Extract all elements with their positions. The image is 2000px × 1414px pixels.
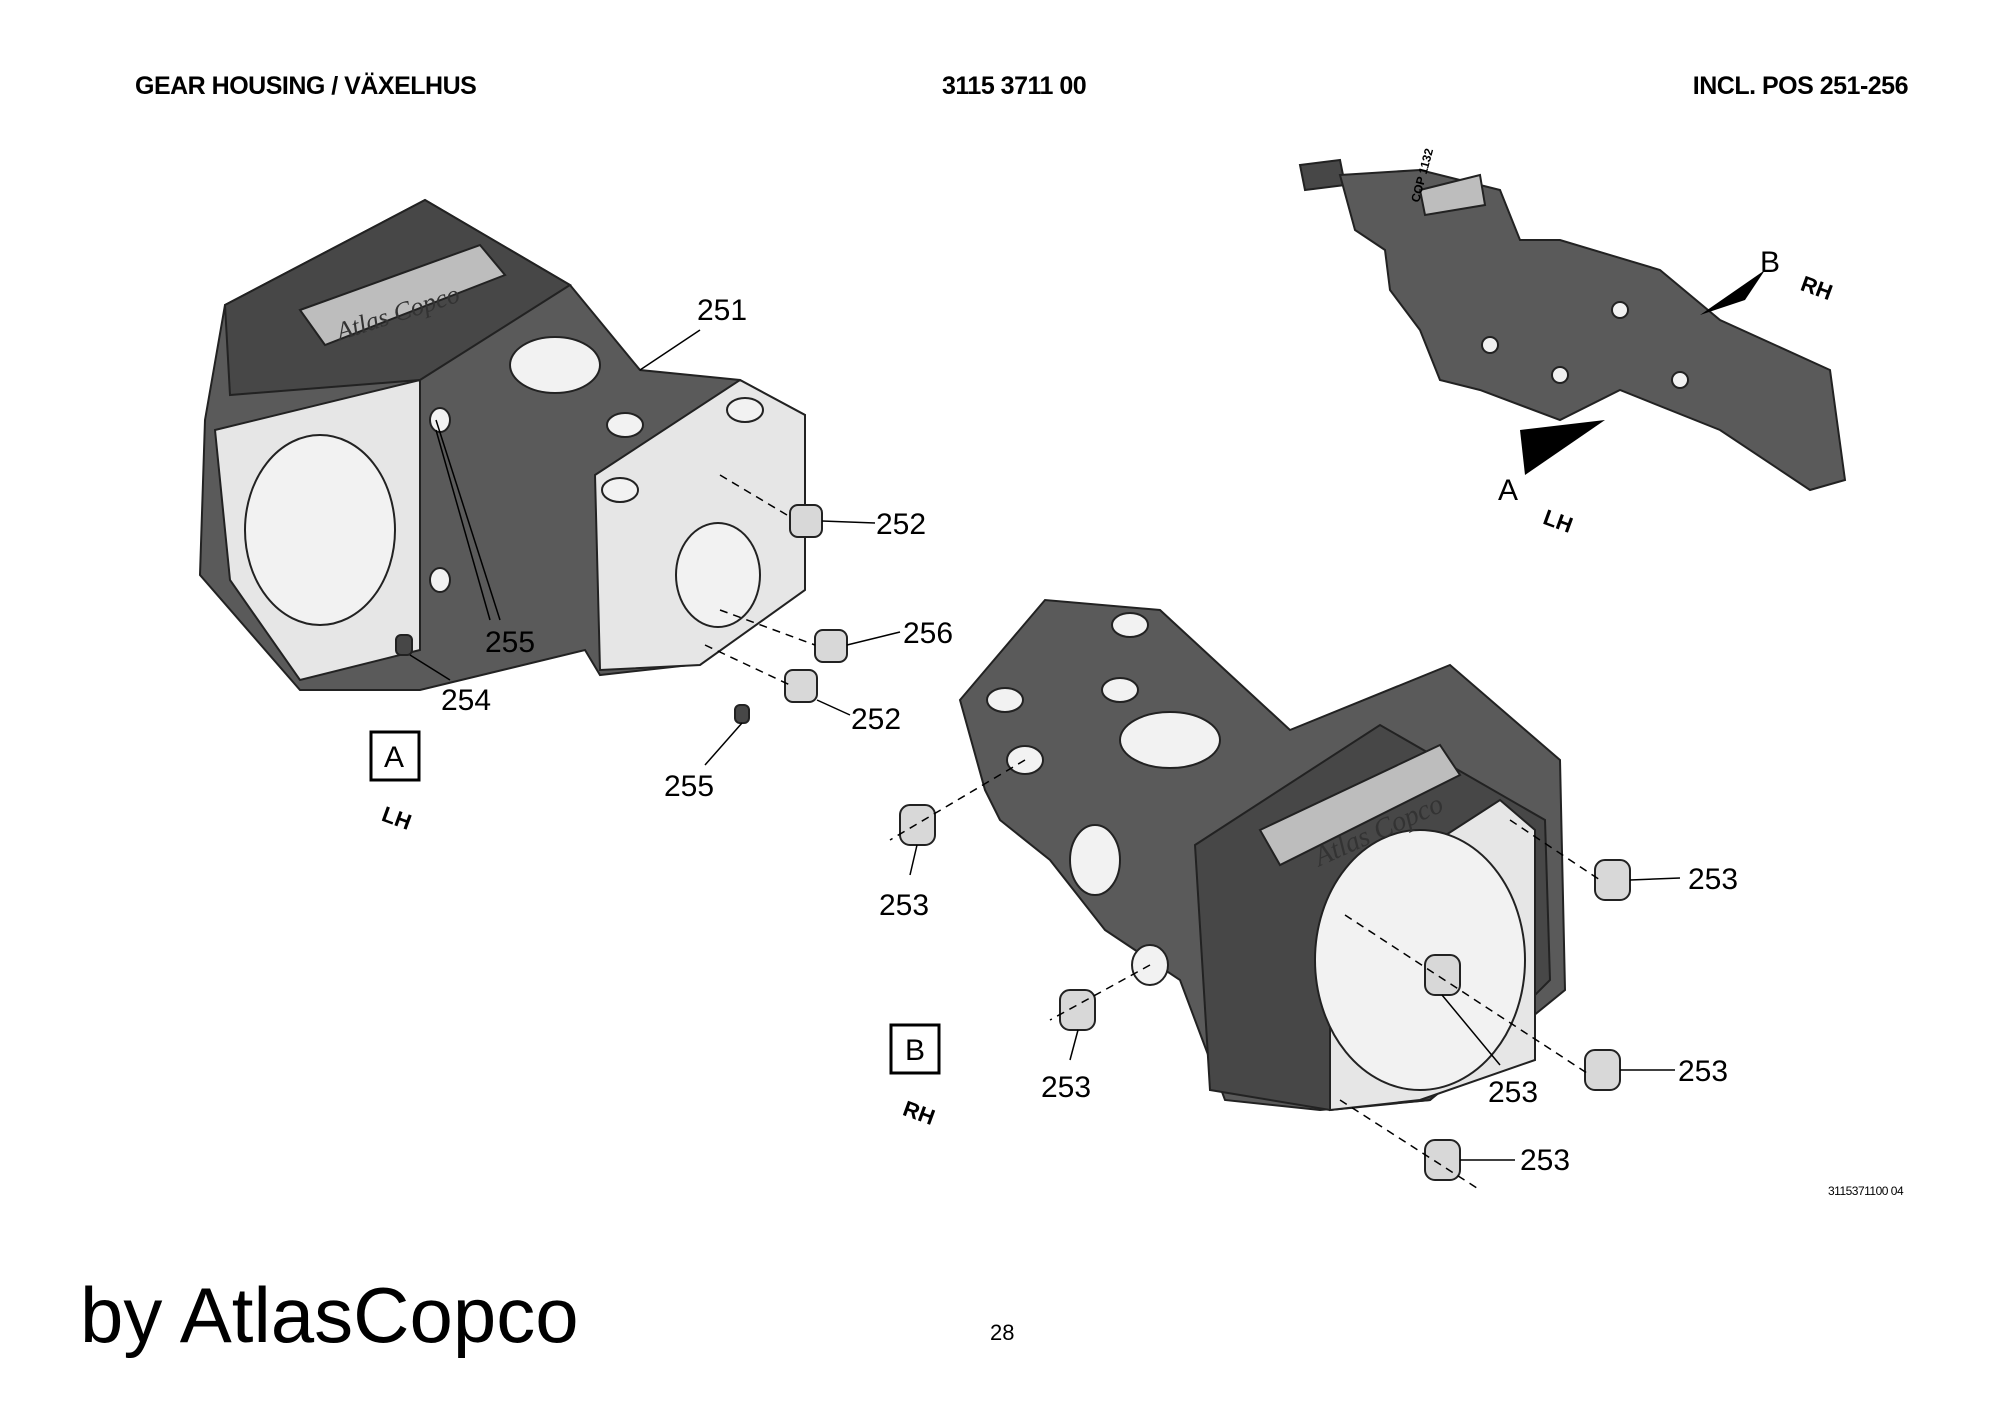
page-number: 28 bbox=[990, 1320, 1015, 1345]
callout-253: 253 bbox=[1488, 1076, 1538, 1109]
callout-256: 256 bbox=[903, 617, 953, 650]
callout-253: 253 bbox=[1678, 1055, 1728, 1088]
gear-housing-rh: Atlas Copco bbox=[889, 598, 1631, 1191]
view-b-label: B bbox=[905, 1034, 925, 1067]
view-a-box bbox=[369, 730, 421, 782]
logo-plate-b bbox=[1258, 743, 1462, 867]
overview-marker-a: A bbox=[1498, 474, 1518, 507]
callout-253: 253 bbox=[879, 889, 929, 922]
view-a-side: LH bbox=[379, 801, 415, 835]
callout-254: 254 bbox=[441, 684, 491, 717]
included-positions: INCL. POS 251-256 bbox=[1692, 72, 1909, 100]
callout-253: 253 bbox=[1041, 1071, 1091, 1104]
view-a-label: A bbox=[384, 741, 404, 774]
callout-255: 255 bbox=[664, 770, 714, 803]
leader-lines bbox=[409, 329, 1681, 1161]
brand-footer: by AtlasCopco bbox=[80, 1271, 579, 1359]
gear-housing-lh: Atlas Copco bbox=[198, 198, 848, 724]
callout-251: 251 bbox=[697, 294, 747, 327]
page-title: GEAR HOUSING / VÄXELHUS bbox=[135, 72, 477, 100]
view-b-box bbox=[889, 1023, 941, 1075]
rock-drill-overview: COP 1132 bbox=[1298, 147, 1847, 492]
overview-side-a: LH bbox=[1540, 504, 1576, 538]
callout-253: 253 bbox=[1520, 1144, 1570, 1177]
overview-marker-b: B bbox=[1760, 246, 1780, 279]
callout-255: 255 bbox=[485, 626, 535, 659]
logo-plate bbox=[298, 243, 507, 347]
callout-252: 252 bbox=[876, 508, 926, 541]
part-number: 3115 3711 00 bbox=[942, 72, 1087, 100]
overview-side-b: RH bbox=[1797, 271, 1835, 305]
callout-253: 253 bbox=[1688, 863, 1738, 896]
callout-252: 252 bbox=[851, 703, 901, 736]
view-b-side: RH bbox=[900, 1096, 938, 1130]
drawing-reference: 3115371100 04 bbox=[1828, 1184, 1904, 1198]
